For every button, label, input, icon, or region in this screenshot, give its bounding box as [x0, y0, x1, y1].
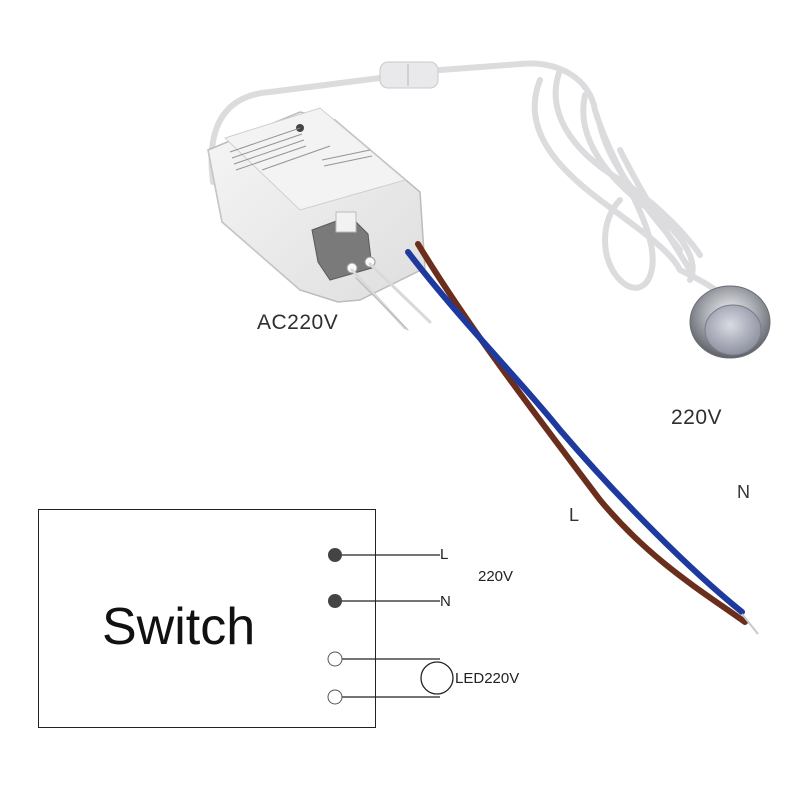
load-label: LED220V [455, 670, 519, 687]
switch-title: Switch [102, 598, 256, 656]
live-wire [415, 241, 748, 625]
switch-diagram-box [38, 509, 376, 728]
terminal-n-dot [328, 594, 342, 608]
load-voltage-label: 220V [484, 670, 520, 687]
terminal-l-label: L [440, 546, 449, 563]
led-label: LED [455, 670, 485, 687]
wire-l-label: L [569, 505, 580, 525]
wire-n-label: N [737, 482, 750, 502]
input-voltage-label: AC220V [257, 311, 339, 334]
terminal-n-label: N [440, 593, 451, 610]
neutral-wire [405, 249, 745, 615]
sensor-module [207, 107, 426, 303]
touch-sensor-icon [689, 285, 771, 359]
terminal-l-dot [328, 548, 342, 562]
supply-voltage-label: 220V [478, 568, 514, 585]
sensor-cable [208, 60, 728, 303]
input-wires [350, 262, 432, 331]
terminal-load-1 [327, 651, 343, 667]
sensor-voltage-label: 220V [671, 406, 723, 429]
schematic-lines [335, 554, 454, 698]
terminal-load-2 [327, 689, 343, 705]
